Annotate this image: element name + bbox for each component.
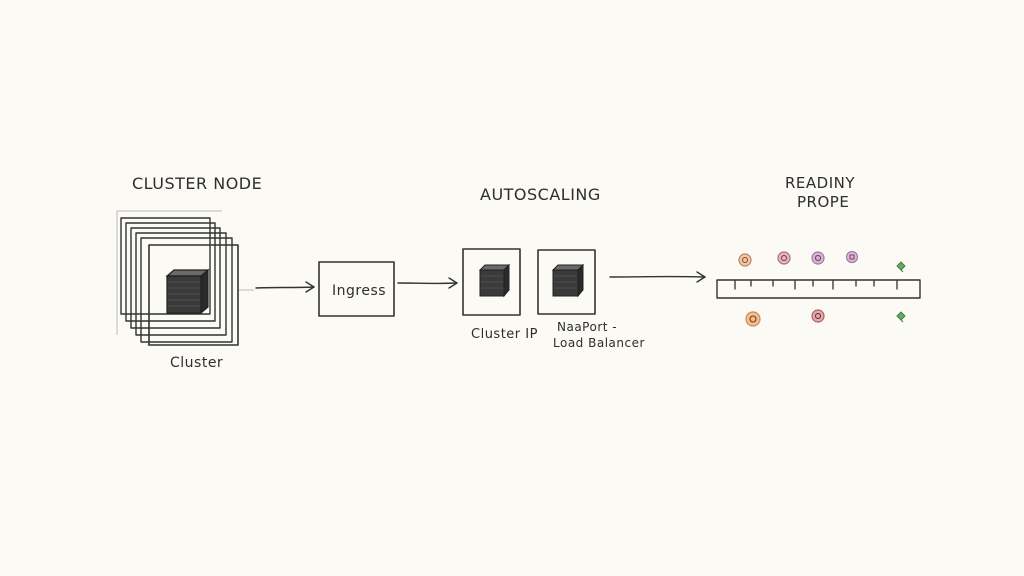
green-leaf-icon (896, 261, 906, 273)
readiness-title-line-2: PROPE (797, 193, 849, 211)
probe-dot-icon (845, 250, 859, 264)
cluster-ip-caption: Cluster IP (471, 327, 538, 342)
service-cluster-ip (462, 248, 521, 316)
service-frame (462, 248, 521, 316)
stack-card (125, 222, 216, 322)
cluster-node-stack (116, 210, 254, 346)
arrow-cluster-to-ingress (255, 281, 315, 293)
green-leaf-icon (896, 311, 906, 323)
service-nodeport-lb (537, 249, 596, 315)
stack-card (135, 232, 227, 336)
probe-dot-icon (811, 251, 825, 265)
stack-card (130, 227, 221, 329)
ingress-box (318, 261, 395, 317)
probe-ruler (716, 279, 921, 299)
probe-dot-icon (745, 311, 761, 327)
nodeport-caption-line-1: NaaPort - (557, 320, 617, 334)
stack-card (140, 237, 233, 343)
cluster-node-title: CLUSTER NODE (132, 174, 262, 193)
nodeport-caption-line-2: Load Balancer (553, 336, 645, 350)
autoscaling-title: AUTOSCALING (480, 185, 601, 204)
service-frame (537, 249, 596, 315)
stack-card (120, 217, 211, 315)
ruler-frame (716, 279, 921, 299)
cluster-node-card (148, 244, 239, 346)
probe-dot-icon (738, 253, 752, 267)
server-cube-icon (551, 263, 585, 298)
probe-dot-icon (811, 309, 825, 323)
arrow-ingress-to-autoscaling (397, 277, 458, 289)
server-cube-icon (165, 268, 210, 315)
server-cube-icon (478, 263, 511, 298)
ingress-frame (318, 261, 395, 317)
cluster-node-caption: Cluster (170, 355, 223, 371)
arrow-autoscaling-to-probe (609, 271, 706, 283)
probe-dot-icon (777, 251, 791, 265)
ingress-label: Ingress (332, 283, 386, 299)
readiness-title-line-1: READINY (785, 174, 855, 192)
